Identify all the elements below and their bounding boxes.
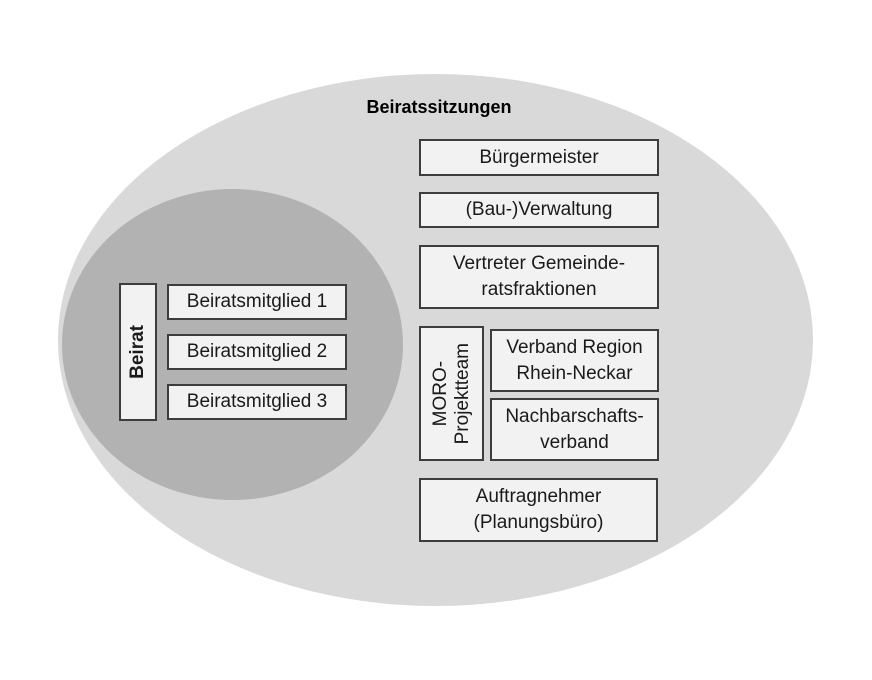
verband-region-rhein-neckar-label: Verband Region Rhein-Neckar [506, 335, 642, 387]
beirat-label-box: Beirat [119, 283, 157, 421]
buergermeister-label: Bürgermeister [479, 146, 599, 168]
nachbarschaft-line1: Nachbarschafts- [505, 405, 644, 427]
beiratsmitglied-2-box: Beiratsmitglied 2 [167, 334, 347, 370]
gemeinderatsfraktionen-box: Vertreter Gemeinde- ratsfraktionen [419, 245, 659, 309]
moro-line2: Projektteam [451, 342, 473, 445]
buergermeister-box: Bürgermeister [419, 139, 659, 176]
auftragnehmer-box: Auftragnehmer (Planungsbüro) [419, 478, 658, 542]
gemeinderatsfraktionen-line2: ratsfraktionen [481, 279, 597, 300]
gemeinderatsfraktionen-label: Vertreter Gemeinde- ratsfraktionen [453, 251, 625, 303]
beirat-label: Beirat [127, 325, 149, 379]
beiratsmitglied-3-label: Beiratsmitglied 3 [186, 391, 328, 412]
nachbarschaft-line2: verband [540, 431, 609, 453]
verband-region-rhein-neckar-box: Verband Region Rhein-Neckar [490, 329, 659, 392]
verband-line2: Rhein-Neckar [516, 362, 633, 384]
verband-line1: Verband Region [506, 336, 643, 358]
moro-projektteam-label: MORO- Projektteam [430, 343, 474, 444]
beiratsmitglied-1-box: Beiratsmitglied 1 [167, 284, 347, 320]
bau-verwaltung-label: (Bau-)Verwaltung [465, 199, 613, 220]
beiratsmitglied-2-label: Beiratsmitglied 2 [186, 341, 328, 362]
beiratsmitglied-1-label: Beiratsmitglied 1 [186, 291, 328, 312]
nachbarschaftsverband-label: Nachbarschafts- verband [505, 404, 643, 456]
bau-verwaltung-box: (Bau-)Verwaltung [419, 192, 659, 228]
moro-projektteam-box: MORO- Projektteam [419, 326, 484, 461]
auftragnehmer-line1: Auftragnehmer [475, 486, 602, 507]
beiratsmitglied-3-box: Beiratsmitglied 3 [167, 384, 347, 420]
gemeinderatsfraktionen-line1: Vertreter Gemeinde- [452, 253, 626, 274]
nachbarschaftsverband-box: Nachbarschafts- verband [490, 398, 659, 461]
auftragnehmer-line2: (Planungsbüro) [473, 512, 604, 533]
auftragnehmer-label: Auftragnehmer (Planungsbüro) [474, 484, 604, 536]
diagram-title: Beiratssitzungen [366, 97, 512, 117]
moro-line1: MORO- [429, 360, 451, 427]
